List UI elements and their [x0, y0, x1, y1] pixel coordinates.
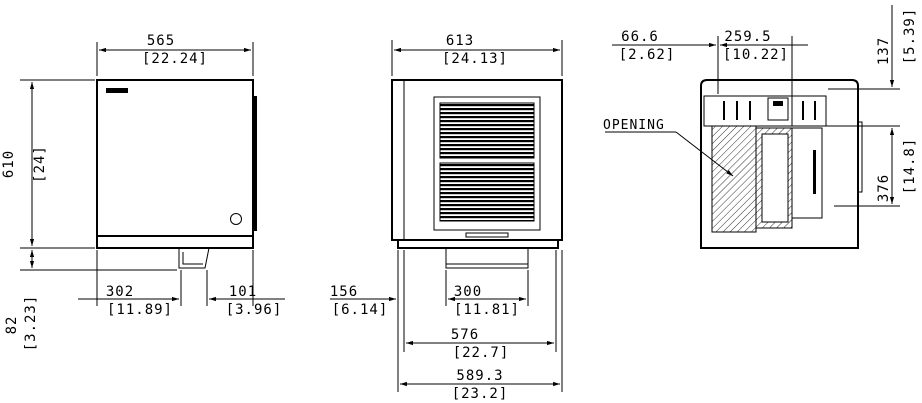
side-drain-outlet — [178, 247, 210, 269]
side-drain-left-mm: 302 — [106, 284, 134, 300]
side-height-in: [24] — [32, 145, 48, 183]
side-view: 565 [22.24] 610 [24] 82 [3.23] 302 [11.8… — [1, 33, 285, 351]
front-view: 613 [24.13] 156 [6.14] 300 [11.81] 576 [… — [330, 33, 563, 402]
front-inner-width-in: [22.7] — [453, 345, 510, 361]
rear-side-tab — [857, 121, 863, 193]
rear-control-bar — [813, 150, 816, 194]
side-drain-circle — [230, 213, 242, 225]
side-width-mm: 565 — [147, 33, 175, 49]
front-grille-lower — [439, 162, 535, 222]
rear-opening-h-mm: 376 — [876, 174, 892, 202]
side-label-plate — [106, 88, 128, 93]
side-drain-inner — [182, 252, 203, 265]
front-grille-frame — [433, 96, 541, 231]
front-inner-width-mm: 576 — [451, 327, 479, 343]
front-duct — [445, 247, 529, 269]
rear-connector-plug — [773, 101, 783, 106]
rear-top-mm: 137 — [876, 37, 892, 65]
front-offset-mm: 156 — [330, 284, 358, 300]
rear-offset-a-mm: 66.6 — [621, 29, 659, 45]
side-base-in: [3.23] — [23, 295, 39, 352]
rear-upper-panel — [703, 95, 827, 127]
front-width-mm: 613 — [446, 33, 474, 49]
rear-view: 66.6 [2.62] 259.5 [10.22] 137 [5.39] 376… — [603, 5, 918, 249]
rear-opening-h-in: [14.8] — [902, 138, 918, 195]
rear-opening-inner — [761, 133, 789, 223]
side-base — [96, 235, 254, 249]
rear-control-panel — [791, 127, 823, 219]
rear-connector-box — [767, 97, 789, 121]
rear-offset-a-in: [2.62] — [619, 47, 676, 63]
front-duct-mm: 300 — [454, 284, 482, 300]
side-cabinet — [96, 79, 254, 241]
side-drain-right-mm: 101 — [229, 284, 257, 300]
rear-opening-hatch-left — [711, 125, 757, 233]
side-height-mm: 610 — [1, 150, 17, 178]
front-handle — [465, 232, 509, 238]
rear-offset-b-mm: 259.5 — [724, 29, 771, 45]
front-offset-in: [6.14] — [332, 302, 389, 318]
rear-offset-b-in: [10.22] — [723, 47, 789, 63]
side-drain-right-in: [3.96] — [226, 302, 283, 318]
rear-top-in: [5.39] — [902, 8, 918, 65]
front-base-width-in: [23.2] — [452, 386, 509, 402]
front-width-in: [24.13] — [442, 51, 508, 67]
opening-label: OPENING — [603, 118, 665, 133]
side-width-in: [22.24] — [142, 51, 208, 67]
opening-leader-line — [675, 131, 734, 177]
front-duct-in: [11.81] — [454, 302, 520, 318]
side-rear-strip — [253, 96, 257, 231]
front-base-width-mm: 589.3 — [456, 368, 503, 384]
front-base — [397, 239, 559, 249]
side-base-mm: 82 — [4, 316, 20, 335]
front-grille-upper — [439, 102, 535, 159]
side-drain-left-in: [11.89] — [107, 302, 173, 318]
